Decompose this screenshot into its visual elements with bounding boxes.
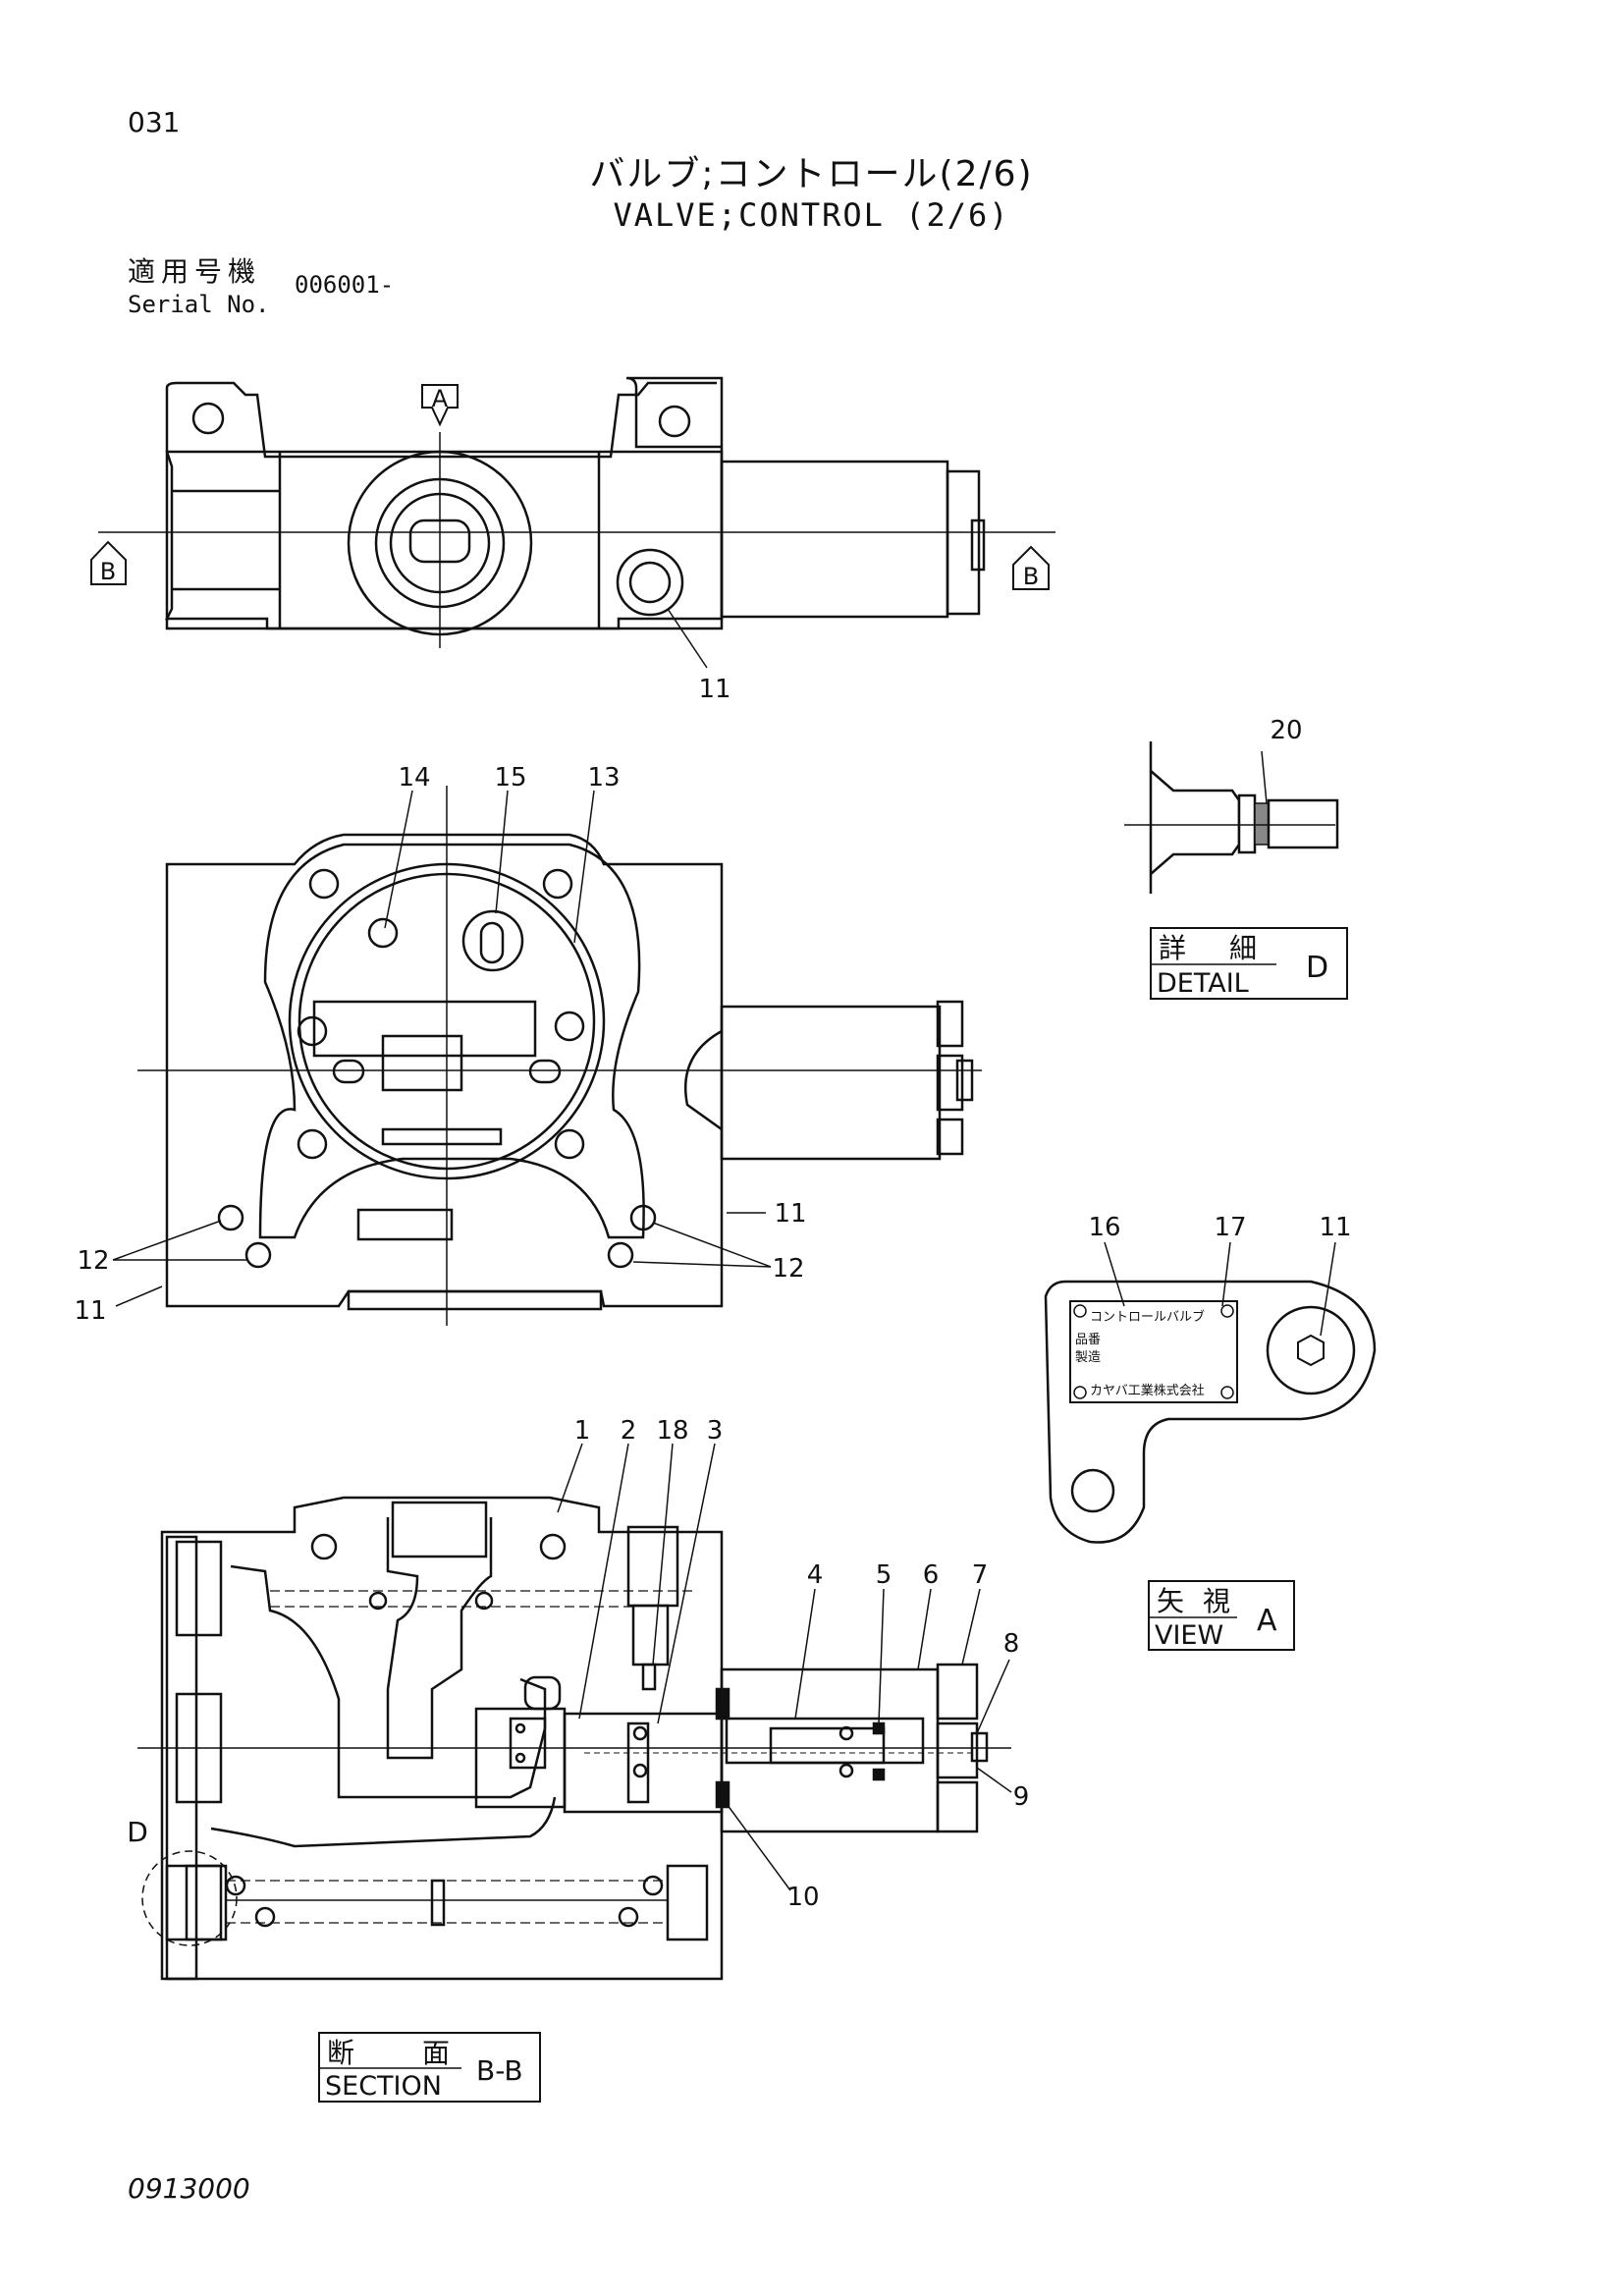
view-label-id: A (1257, 1604, 1277, 1638)
mount-hole-icon (658, 405, 691, 438)
nameplate-line4: カヤバ工業株式会社 (1090, 1383, 1205, 1398)
document-number: 0913000 (128, 2172, 250, 2205)
serial-number-value: 006001- (295, 271, 395, 299)
callout-9: 9 (1013, 1782, 1030, 1812)
section-label-en: SECTION (325, 2071, 442, 2102)
nameplate-line3: 製造 (1075, 1350, 1101, 1365)
mount-hole-icon (1070, 1468, 1115, 1513)
view-marker-b-left: B (100, 558, 116, 585)
callout-17: 17 (1214, 1213, 1246, 1242)
view-label-en: VIEW (1155, 1620, 1223, 1651)
callout-14: 14 (398, 763, 430, 793)
callout-7: 7 (972, 1560, 989, 1590)
callout-8: 8 (1003, 1629, 1020, 1659)
callout-10: 10 (786, 1883, 819, 1912)
detail-label-en: DETAIL (1157, 968, 1249, 999)
callout-11-right: 11 (774, 1199, 806, 1229)
section-label-id: B-B (476, 2054, 523, 2087)
callout-12-left: 12 (77, 1246, 109, 1276)
callout-11-top: 11 (698, 675, 730, 704)
section-label-jp2: 面 (422, 2037, 450, 2069)
nameplate-line1: コントロールバルブ (1090, 1309, 1205, 1325)
title-japanese: バルブ;コントロール(2/6) (589, 154, 1034, 194)
callout-1: 1 (574, 1416, 591, 1446)
callout-13: 13 (587, 763, 620, 793)
callout-4: 4 (807, 1560, 824, 1590)
view-label-jp1: 矢 (1157, 1585, 1184, 1617)
page-number: 031 (128, 106, 181, 138)
callout-20: 20 (1270, 716, 1302, 745)
plug-icon (1266, 1305, 1356, 1395)
detail-label-jp2: 細 (1229, 932, 1257, 964)
title-english: VALVE;CONTROL (2/6) (613, 196, 1010, 234)
section-label-jp1: 断 (327, 2037, 354, 2069)
port-15-icon (461, 909, 524, 972)
view-a-nameplate: コントロールバルブ 品番 製造 カヤバ工業株式会社 16 17 11 矢 視 V… (1044, 1213, 1377, 1651)
detail-marker-d: D (127, 1816, 148, 1848)
view-marker-b-right: B (1023, 563, 1039, 590)
plug-icon (616, 548, 684, 617)
detail-label-id: D (1306, 951, 1328, 985)
callout-12-right: 12 (772, 1254, 804, 1284)
callout-5: 5 (876, 1560, 893, 1590)
callout-11-left: 11 (74, 1296, 106, 1326)
view-marker-a: A (432, 385, 449, 412)
detail-label-jp1: 詳 (1159, 932, 1186, 964)
callout-18: 18 (656, 1416, 688, 1446)
callout-16: 16 (1088, 1213, 1120, 1242)
top-view: A B B 11 (90, 376, 1055, 704)
serial-label-japanese: 適用号機 (128, 255, 262, 288)
callout-6: 6 (923, 1560, 940, 1590)
bolt-hole-14-icon (367, 917, 399, 949)
detail-d-view: 20 詳 細 DETAIL D (1124, 716, 1348, 1000)
callout-2: 2 (621, 1416, 637, 1446)
front-view: 14 15 13 12 12 11 11 (74, 763, 982, 1326)
callout-15: 15 (494, 763, 526, 793)
nameplate-line2: 品番 (1075, 1333, 1101, 1347)
mount-hole-icon (191, 402, 225, 435)
callout-11-plate: 11 (1319, 1213, 1351, 1242)
view-label-jp2: 視 (1203, 1585, 1230, 1617)
section-b-b-view: D 1 2 18 3 4 5 6 7 8 9 10 断 面 SECTION B-… (127, 1416, 1030, 2103)
callout-3: 3 (707, 1416, 724, 1446)
serial-label-english: Serial No. (128, 291, 270, 318)
